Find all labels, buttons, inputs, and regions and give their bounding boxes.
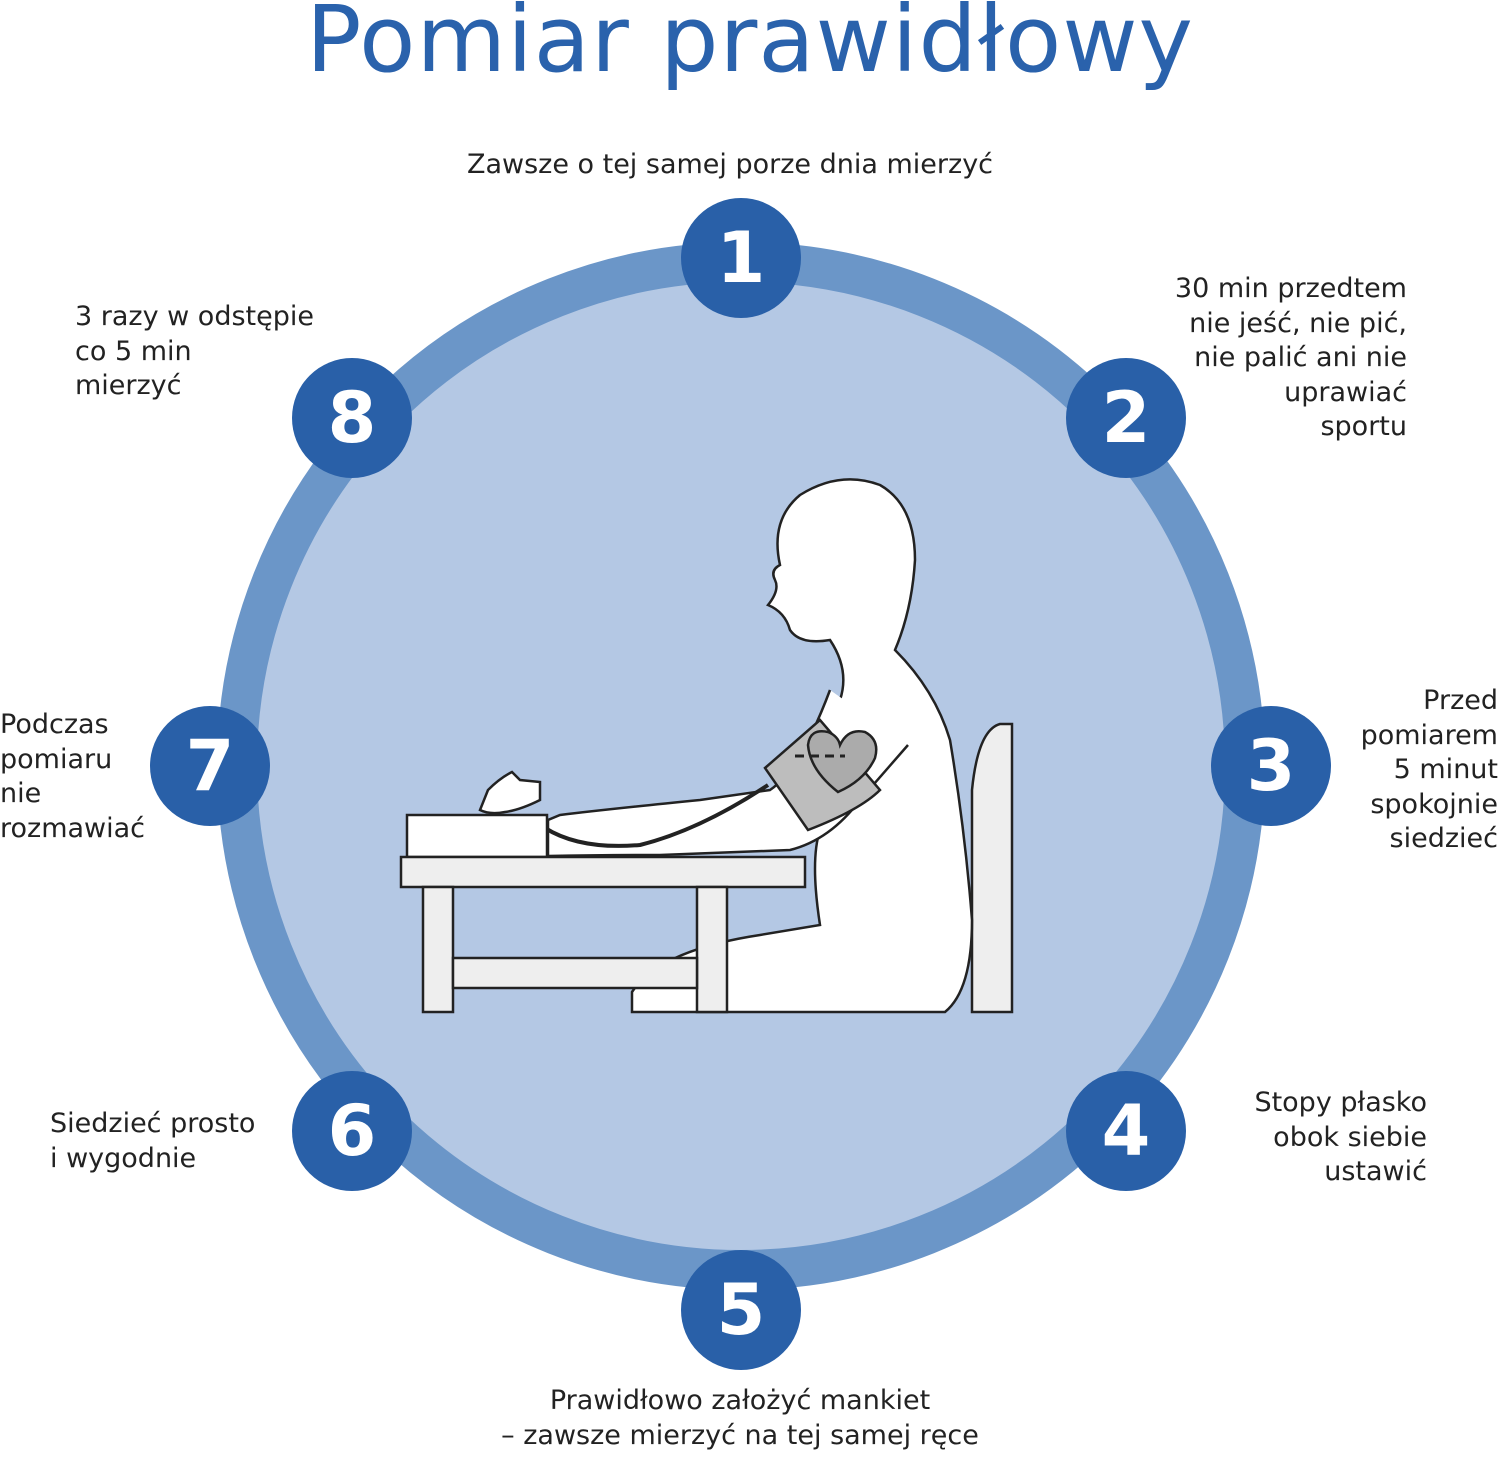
cuff-tube (543, 783, 770, 848)
step-line: Prawidłowo założyć mankiet (549, 1385, 931, 1416)
step-line: pomiaru (0, 743, 113, 775)
step-line: uprawiać (1284, 376, 1407, 408)
step-line: – zawsze mierzyć na tej samej ręce (501, 1419, 979, 1451)
seated-person-figure (399, 478, 1014, 1014)
step-line: rozmawiać (0, 812, 146, 844)
step-line: 3 razy w odstępie (75, 301, 314, 332)
table-top (399, 855, 807, 889)
step-7-badge: 7 (150, 706, 270, 826)
step-line: Przed (1423, 685, 1498, 716)
step-line: 30 min przedtem (1174, 273, 1407, 304)
step-line: nie palić ani nie (1194, 342, 1407, 373)
heart-icon (806, 730, 878, 794)
step-2-badge: 2 (1066, 358, 1186, 478)
step-line: Zawsze o tej samej porze dnia mierzyć (466, 149, 994, 180)
step-line: Podczas (0, 709, 109, 740)
step-4-text: Stopy płasko obok siebie ustawić (1254, 1086, 1427, 1190)
step-3-text: Przed pomiarem 5 minut spokojnie siedzie… (1361, 684, 1498, 857)
step-line: siedzieć (1389, 823, 1498, 854)
step-line: obok siebie (1273, 1121, 1427, 1153)
step-line: ustawić (1324, 1156, 1427, 1187)
step-7-text: Podczas pomiaru nie rozmawiać (0, 708, 145, 846)
step-line: spokojnie (1370, 788, 1498, 820)
step-8-badge: 8 (292, 358, 412, 478)
page-title: Pomiar prawidłowy (305, 0, 1195, 93)
step-3-badge: 3 (1211, 706, 1331, 826)
step-6-text: Siedzieć prosto i wygodnie (50, 1107, 255, 1176)
step-1-badge: 1 (681, 198, 801, 318)
step-6-badge: 6 (292, 1071, 412, 1191)
step-line: sportu (1320, 411, 1407, 442)
step-line: mierzyć (75, 370, 182, 401)
step-5-text: Prawidłowo założyć mankiet – zawsze mier… (340, 1384, 1140, 1453)
step-line: pomiarem (1360, 719, 1498, 751)
step-line: co 5 min (75, 335, 192, 367)
chair (970, 722, 1014, 1014)
step-5-badge: 5 (681, 1250, 801, 1370)
step-line: Stopy płasko (1254, 1087, 1427, 1118)
step-2-text: 30 min przedtem nie jeść, nie pić, nie p… (1175, 272, 1407, 445)
step-line: i wygodnie (50, 1142, 197, 1174)
hand (478, 770, 542, 815)
step-line: Siedzieć prosto (50, 1108, 256, 1139)
step-4-badge: 4 (1066, 1071, 1186, 1191)
step-line: nie (0, 778, 42, 809)
step-8-text: 3 razy w odstępie co 5 min mierzyć (75, 300, 314, 404)
step-line: nie jeść, nie pić, (1189, 307, 1407, 339)
step-line: 5 minut (1393, 754, 1498, 785)
blood-pressure-monitor (405, 813, 549, 859)
step-1-text: Zawsze o tej samej porze dnia mierzyć (330, 148, 1130, 183)
